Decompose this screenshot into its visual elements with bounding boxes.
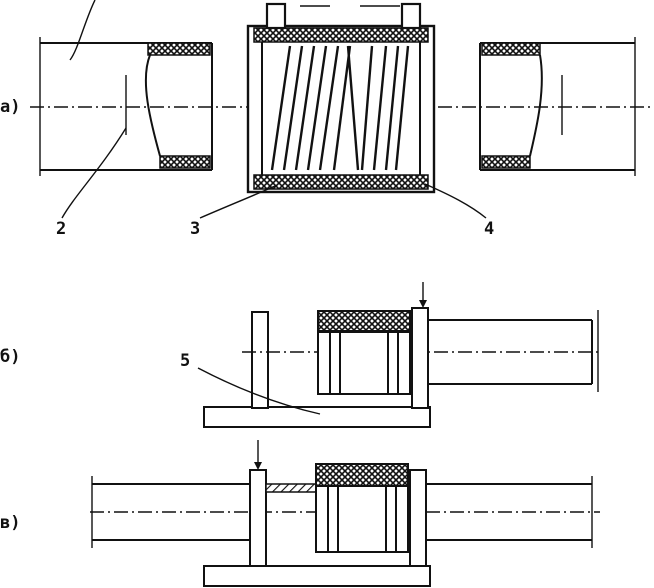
left-pipe (39, 0, 213, 176)
view-b-label: б) (0, 347, 20, 367)
coupling-c-top (315, 463, 409, 487)
coupling-sleeve (246, 2, 436, 194)
clamp-post-left-b (251, 311, 269, 409)
right-pipe (479, 37, 636, 176)
view-b: б) 5 (0, 282, 600, 428)
leader-2 (61, 127, 127, 219)
callout-4: 4 (484, 219, 494, 239)
callout-5: 5 (180, 351, 190, 371)
coupling-b (317, 331, 411, 395)
coupling-c (315, 483, 409, 553)
clamp-post-left-c (249, 469, 267, 567)
base-plate-c (203, 565, 431, 587)
leader-4 (424, 183, 487, 219)
view-a: a) 2 3 4 (0, 0, 654, 239)
callout-3: 3 (190, 219, 200, 239)
heating-coil (270, 45, 410, 171)
clamp-post-right-b (411, 307, 429, 409)
leader-3 (199, 185, 276, 219)
clamp-post-right-c (409, 469, 427, 567)
callout-2: 2 (56, 219, 66, 239)
leader-5 (197, 367, 321, 415)
base-plate-b (203, 406, 431, 428)
view-a-label: a) (0, 97, 20, 117)
view-c-label: в) (0, 513, 20, 533)
view-c: в) (0, 440, 600, 587)
coupling-b-top (317, 310, 411, 332)
